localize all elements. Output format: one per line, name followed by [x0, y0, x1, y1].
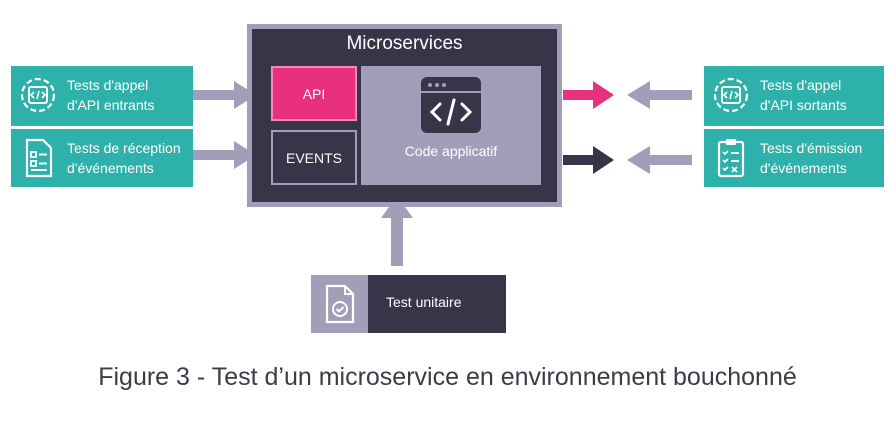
card-label: Tests d'appel d'API entrants	[67, 77, 155, 113]
application-code-label: Code applicatif	[404, 143, 498, 159]
document-check-icon	[325, 284, 355, 324]
card-outgoing-api-tests: Tests d'appel d'API sortants	[704, 66, 884, 126]
api-code-icon	[20, 77, 56, 113]
microservice-inner: Microservices API EVENTS Code applicatif	[252, 29, 557, 202]
arrow-api-in	[193, 81, 256, 109]
document-list-icon	[25, 138, 53, 178]
arrow-unit-up	[381, 196, 413, 266]
unit-test-label: Test unitaire	[386, 294, 462, 310]
application-code-box: Code applicatif	[361, 66, 541, 185]
api-code-icon	[713, 77, 749, 113]
arrow-api-out	[563, 81, 614, 109]
arrow-events-in	[193, 141, 256, 169]
microservice-box: Microservices API EVENTS Code applicatif	[247, 24, 562, 207]
card-label: Tests d'émission d'événements	[760, 140, 863, 176]
events-box: EVENTS	[271, 130, 357, 185]
unit-test-box: Test unitaire	[311, 275, 506, 333]
card-incoming-api-tests: Tests d'appel d'API entrants	[11, 66, 193, 126]
arrow-right-api	[627, 81, 692, 109]
card-event-emission-tests: Tests d'émission d'événements	[704, 129, 884, 187]
arrow-events-out	[563, 146, 614, 174]
api-box: API	[271, 66, 357, 121]
code-window-icon	[421, 77, 481, 133]
arrow-right-events	[627, 146, 692, 174]
unit-test-icon-box	[311, 275, 368, 333]
card-label: Tests d'appel d'API sortants	[760, 77, 847, 113]
card-event-reception-tests: Tests de réception d'événements	[11, 129, 193, 187]
figure-caption: Figure 3 - Test d’un microservice en env…	[98, 363, 797, 391]
microservice-title: Microservices	[346, 33, 463, 54]
clipboard-checklist-icon	[717, 139, 745, 178]
card-label: Tests de réception d'événements	[67, 140, 181, 176]
